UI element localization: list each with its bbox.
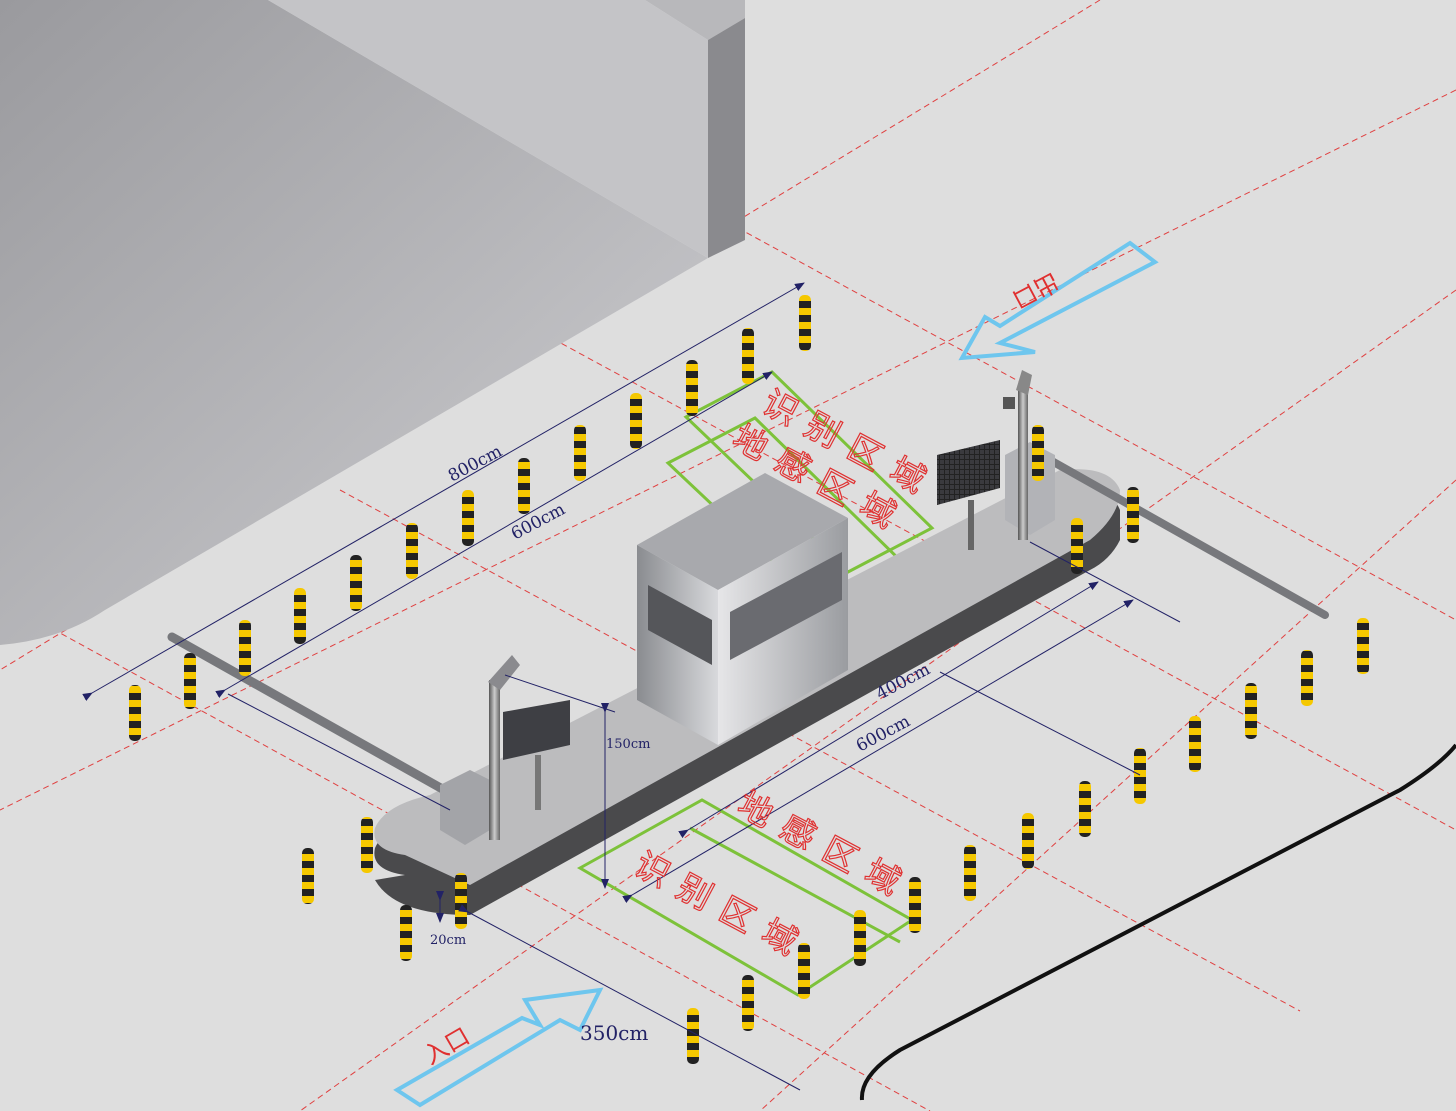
bollard (302, 848, 314, 904)
bollard (1301, 650, 1313, 706)
bollard (1032, 425, 1044, 481)
bollard (1071, 518, 1083, 574)
dim-600cm-right: 600cm (853, 711, 914, 756)
bollard (630, 393, 642, 449)
bollard (400, 905, 412, 961)
building (0, 0, 745, 645)
curb-line (859, 743, 1456, 1101)
bollard (129, 685, 141, 741)
bollard (686, 360, 698, 416)
bollard (964, 845, 976, 901)
dim-20cm: 20cm (430, 933, 466, 948)
bollard (1189, 716, 1201, 772)
bollard (687, 1008, 699, 1064)
bollard (361, 817, 373, 873)
dimension-lines (82, 282, 1181, 1091)
exit-arrow (958, 240, 1159, 361)
bollard (406, 523, 418, 579)
bollard (1245, 683, 1257, 739)
bollard (1357, 618, 1369, 674)
bottom-sensing-zone-label: 地感区域 (731, 785, 919, 910)
dim-600cm-left: 600cm (508, 499, 569, 544)
bollard (854, 910, 866, 966)
bollard (294, 588, 306, 644)
exit-label: 出口 (1008, 267, 1064, 314)
dim-800cm: 800cm (445, 441, 506, 486)
bollard (742, 975, 754, 1031)
bollard (742, 328, 754, 384)
dim-150cm: 150cm (606, 737, 650, 752)
bollard (798, 943, 810, 999)
bollard (1022, 813, 1034, 869)
bollard (574, 425, 586, 481)
entry-arrow (393, 987, 604, 1108)
bollard (239, 620, 251, 676)
bollard (1079, 781, 1091, 837)
exit-barrier-gate (937, 370, 1329, 619)
bollard (799, 295, 811, 351)
bollard (184, 653, 196, 709)
bollard (455, 873, 467, 929)
bollard (1134, 748, 1146, 804)
dim-350cm: 350cm (580, 1021, 648, 1045)
bollard (350, 555, 362, 611)
bollard (1127, 487, 1139, 543)
bollard (518, 458, 530, 514)
bollard (462, 490, 474, 546)
